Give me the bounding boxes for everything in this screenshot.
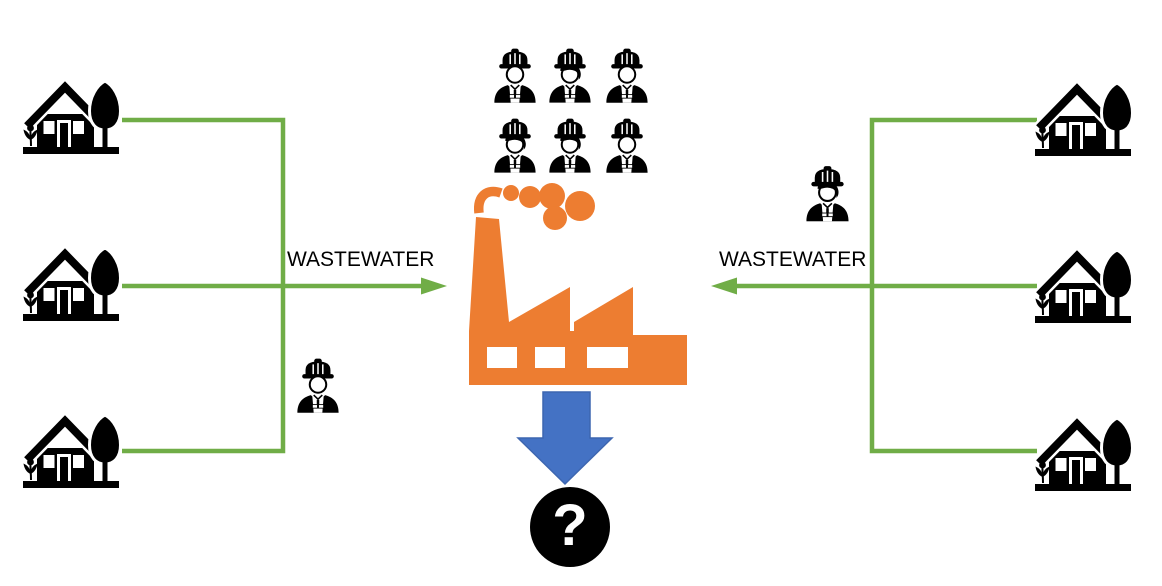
down-arrow-icon (516, 391, 614, 486)
worker-icon (549, 119, 590, 173)
worker-icon (493, 47, 537, 104)
question-circle-icon (530, 487, 610, 567)
worker-icon (549, 49, 590, 103)
worker-icon (605, 117, 649, 174)
house-icon (23, 248, 121, 321)
flow-arrowhead (711, 277, 737, 295)
factory-window (487, 347, 517, 368)
smoke-cloud (503, 183, 595, 230)
factory-window (535, 347, 565, 368)
left-collection-network (122, 117, 447, 454)
factory-window (587, 347, 628, 368)
house-icon (1035, 83, 1133, 156)
wastewater-label-right: WASTEWATER (719, 248, 867, 271)
worker-icon (296, 357, 340, 414)
right-collection-network (711, 117, 1037, 454)
factory-building (469, 217, 687, 385)
question-mark: ? (552, 493, 588, 558)
factory-icon (469, 183, 687, 385)
worker-icon (494, 119, 535, 173)
house-icon (23, 81, 121, 154)
worker-icon (806, 166, 848, 221)
wastewater-label-left: WASTEWATER (287, 248, 435, 271)
worker-icon (605, 47, 649, 104)
house-icon (23, 415, 121, 488)
flow-arrowhead (421, 277, 447, 295)
factory-worker-group (493, 47, 649, 174)
house-icon (1035, 250, 1133, 323)
smokestack-pipe (474, 186, 503, 214)
house-icon (1035, 418, 1133, 491)
